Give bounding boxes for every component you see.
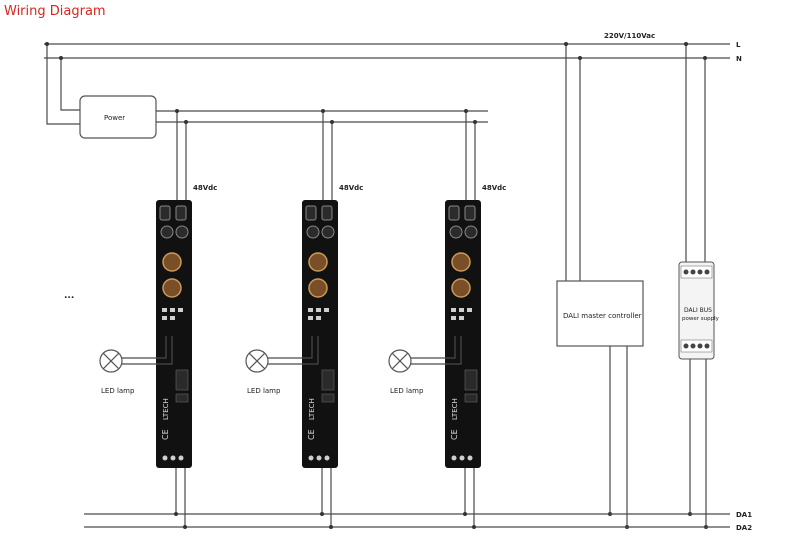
- inductor-coil: [451, 252, 471, 272]
- lamp-wire-plus: [268, 336, 313, 359]
- driver-dc-label: 48Vdc: [482, 184, 506, 192]
- power-feed-L: [46, 44, 80, 125]
- svg-text:CE: CE: [450, 429, 459, 440]
- led-lamp-label: LED lamp: [247, 387, 281, 395]
- line-N-label: N: [736, 55, 742, 63]
- lamp-wire-plus: [411, 336, 456, 359]
- driver-dc-label: 48Vdc: [193, 184, 217, 192]
- lamp-wire-minus: [411, 336, 462, 365]
- led-lamp-symbol: [245, 349, 269, 373]
- svg-text:LTECH: LTECH: [162, 398, 170, 420]
- svg-text:LTECH: LTECH: [451, 398, 459, 420]
- svg-text:LTECH: LTECH: [308, 398, 316, 420]
- power-label: Power: [104, 114, 125, 122]
- inductor-coil: [162, 278, 182, 298]
- inductor-coil: [451, 278, 471, 298]
- page-title: Wiring Diagram: [4, 4, 106, 19]
- mains-voltage-label: 220V/110Vac: [604, 32, 655, 40]
- lamp-wire-minus: [268, 336, 319, 365]
- driver-pcb: LTECH CE: [156, 200, 192, 468]
- inductor-coil: [162, 252, 182, 272]
- driver-pcb: LTECH CE: [445, 200, 481, 468]
- line-L-label: L: [736, 41, 741, 49]
- da1-label: DA1: [736, 511, 752, 519]
- lamp-wire-minus: [122, 336, 173, 365]
- svg-text:CE: CE: [307, 429, 316, 440]
- lamp-wire-plus: [122, 336, 167, 359]
- driver-dc-label: 48Vdc: [339, 184, 363, 192]
- led-lamp-symbol: [99, 349, 123, 373]
- more-drivers-ellipsis: ...: [64, 291, 74, 301]
- power-supply-box: [79, 95, 157, 139]
- dali-bus-label-2: power supply: [682, 316, 720, 322]
- led-lamp-symbol: [388, 349, 412, 373]
- driver-pcb: LTECH CE: [302, 200, 338, 468]
- dali-master-box: [556, 280, 644, 347]
- led-lamp-label: LED lamp: [101, 387, 135, 395]
- power-feed-N: [60, 58, 80, 111]
- svg-text:CE: CE: [161, 429, 170, 440]
- led-lamp-label: LED lamp: [390, 387, 424, 395]
- inductor-coil: [308, 278, 328, 298]
- dali-bus-label-1: DALI BUS: [684, 307, 712, 314]
- dali-bus-power-supply: [678, 261, 715, 360]
- dali-master-label: DALI master controller: [563, 312, 642, 320]
- inductor-coil: [308, 252, 328, 272]
- da2-label: DA2: [736, 524, 752, 532]
